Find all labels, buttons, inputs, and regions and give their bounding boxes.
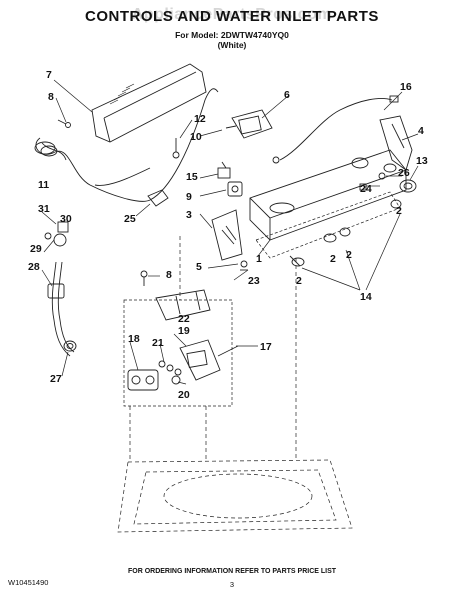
- callout-28: 28: [28, 261, 40, 273]
- wire-harness: [34, 88, 219, 202]
- bracket-22: [155, 289, 211, 321]
- callout-2a: 2: [396, 205, 402, 217]
- rear-panel: [91, 63, 207, 143]
- console-dashed-outline: [255, 191, 401, 259]
- screw-mid: [140, 270, 148, 286]
- callout-15: 15: [186, 171, 198, 183]
- page-number: 3: [229, 580, 235, 589]
- leader-14: [301, 213, 401, 291]
- callout-5: 5: [196, 261, 202, 273]
- item-25: [147, 189, 169, 207]
- knob-group: [289, 227, 351, 267]
- callout-23: 23: [248, 275, 260, 287]
- callout-29: 29: [30, 243, 42, 255]
- callout-27: 27: [50, 373, 62, 385]
- callout-13: 13: [416, 155, 428, 167]
- callout-10: 10: [190, 131, 202, 143]
- callout-2b: 2: [330, 253, 336, 265]
- watermark-text: AppliancePartsPros.com: [131, 6, 333, 23]
- ordering-note: FOR ORDERING INFORMATION REFER TO PARTS …: [127, 568, 337, 575]
- seal-27: [63, 340, 77, 352]
- item-5: [240, 260, 248, 271]
- item-26: [378, 172, 386, 180]
- callout-8: 8: [48, 91, 54, 103]
- fitting-21: [158, 360, 182, 376]
- color-line: (White): [217, 40, 247, 50]
- callout-9: 9: [186, 191, 192, 203]
- callout-3: 3: [186, 209, 192, 221]
- callout-18: 18: [128, 333, 140, 345]
- item-24: [359, 183, 367, 191]
- knob-right: [390, 199, 402, 209]
- end-cap: [379, 115, 413, 171]
- wire-16: [272, 95, 399, 164]
- screw-part: [57, 119, 71, 128]
- clip-part: [172, 138, 180, 159]
- valve-dashed-outline: [123, 299, 233, 407]
- callout-30: 30: [60, 213, 72, 225]
- callout-16: 16: [400, 81, 412, 93]
- timer-part: [225, 109, 273, 139]
- model-line: For Model: 2DWTW4740YQ0: [175, 30, 289, 40]
- callout-4: 4: [418, 125, 424, 137]
- callout-2d: 2: [296, 275, 302, 287]
- callout-21: 21: [152, 337, 164, 349]
- callout-14: 14: [360, 291, 372, 303]
- callout-22: 22: [178, 313, 190, 325]
- callout-8b: 8: [166, 269, 172, 281]
- item-20: [171, 375, 181, 385]
- bezel-3: [211, 209, 243, 261]
- knob-13: [399, 179, 417, 193]
- callout-25: 25: [124, 213, 136, 225]
- switch-9: [227, 181, 243, 197]
- leader-lines: [41, 79, 419, 385]
- callout-1: 1: [256, 253, 262, 265]
- callout-2c: 2: [346, 249, 352, 261]
- valve-19: [179, 339, 221, 381]
- page-title: CONTROLS AND WATER INLET PARTS: [85, 8, 379, 25]
- bracket-15: [217, 161, 231, 179]
- callout-19: 19: [178, 325, 190, 337]
- callout-17: 17: [260, 341, 272, 353]
- callout-20: 20: [178, 389, 190, 401]
- callout-12: 12: [194, 113, 206, 125]
- callout-24: 24: [360, 183, 372, 195]
- inlet-hose: [44, 221, 75, 357]
- console-part: [249, 149, 407, 241]
- callout-6: 6: [284, 89, 290, 101]
- cabinet-dashed-outline: [117, 236, 353, 533]
- valve-18: [127, 369, 159, 391]
- document-code: W10451490: [8, 578, 49, 587]
- callout-31: 31: [38, 203, 50, 215]
- callout-26: 26: [398, 167, 410, 179]
- callout-11: 11: [38, 179, 49, 191]
- callout-7: 7: [46, 69, 52, 81]
